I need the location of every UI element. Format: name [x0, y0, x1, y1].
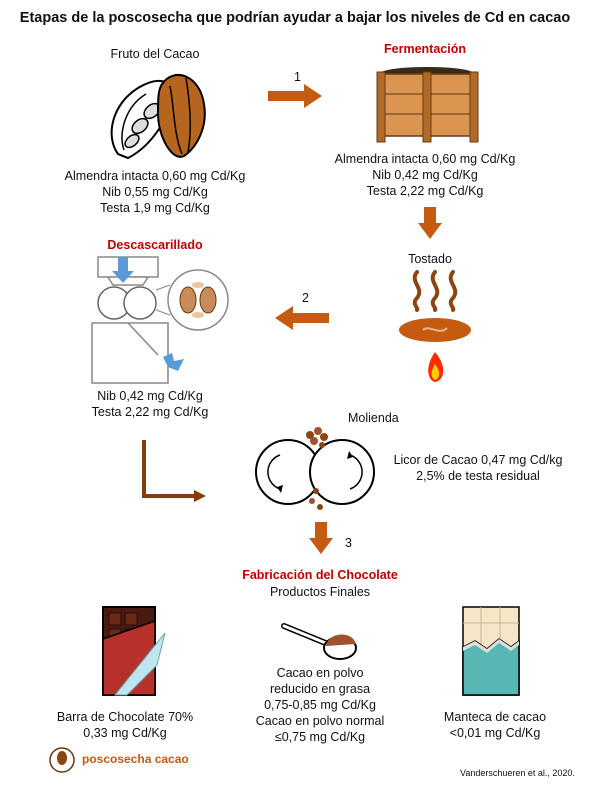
chocolate-bar-icon [102, 606, 166, 696]
polvo-values: Cacao en polvo reducido en grasa 0,75-0,… [255, 666, 385, 744]
fermentation-box-icon [376, 67, 479, 143]
barra-values: Barra de Chocolate 70% 0,33 mg Cd/Kg [56, 710, 194, 740]
arrow-number-3: 3 [345, 536, 352, 550]
fruto-values: Almendra intacta 0,60 mg Cd/Kg Nib 0,55 … [64, 169, 246, 215]
arrow-down-icon [309, 522, 333, 554]
logo-text: poscosecha cacao [82, 752, 189, 766]
molienda-label: Molienda [348, 411, 399, 425]
arrow-number-1: 1 [294, 70, 301, 84]
arrow-number-2: 2 [302, 291, 309, 305]
cocoa-powder-spoon-icon [281, 623, 357, 660]
fruto-label: Fruto del Cacao [110, 47, 200, 61]
arrow-corner-icon [142, 440, 206, 502]
poscosecha-logo-icon [49, 747, 75, 773]
winnowing-machine-icon [91, 256, 229, 384]
fermentacion-values: Almendra intacta 0,60 mg Cd/Kg Nib 0,42 … [334, 152, 516, 198]
cacao-pod-icon [110, 73, 206, 160]
arrow-down-icon [418, 207, 442, 239]
manteca-values: Manteca de cacao <0,01 mg Cd/Kg [443, 710, 547, 740]
page-title: Etapas de la poscosecha que podrían ayud… [19, 10, 571, 26]
citation: Vanderschueren et al., 2020. [460, 768, 575, 778]
descascarillado-label: Descascarillado [107, 238, 203, 252]
arrow-left-icon [275, 306, 329, 330]
fabricacion-label: Fabricación del Chocolate [242, 568, 398, 582]
fermentacion-label: Fermentación [384, 42, 466, 56]
molienda-values: Licor de Cacao 0,47 mg Cd/kg 2,5% de tes… [393, 453, 563, 483]
arrow-right-icon [268, 84, 322, 108]
roasting-icon [399, 270, 471, 382]
fabricacion-sublabel: Productos Finales [269, 585, 371, 599]
cocoa-butter-bar-icon [462, 606, 520, 696]
grinding-mill-icon [255, 427, 375, 510]
tostado-label: Tostado [408, 252, 452, 266]
descascarillado-values: Nib 0,42 mg Cd/Kg Testa 2,22 mg Cd/Kg [91, 389, 209, 419]
